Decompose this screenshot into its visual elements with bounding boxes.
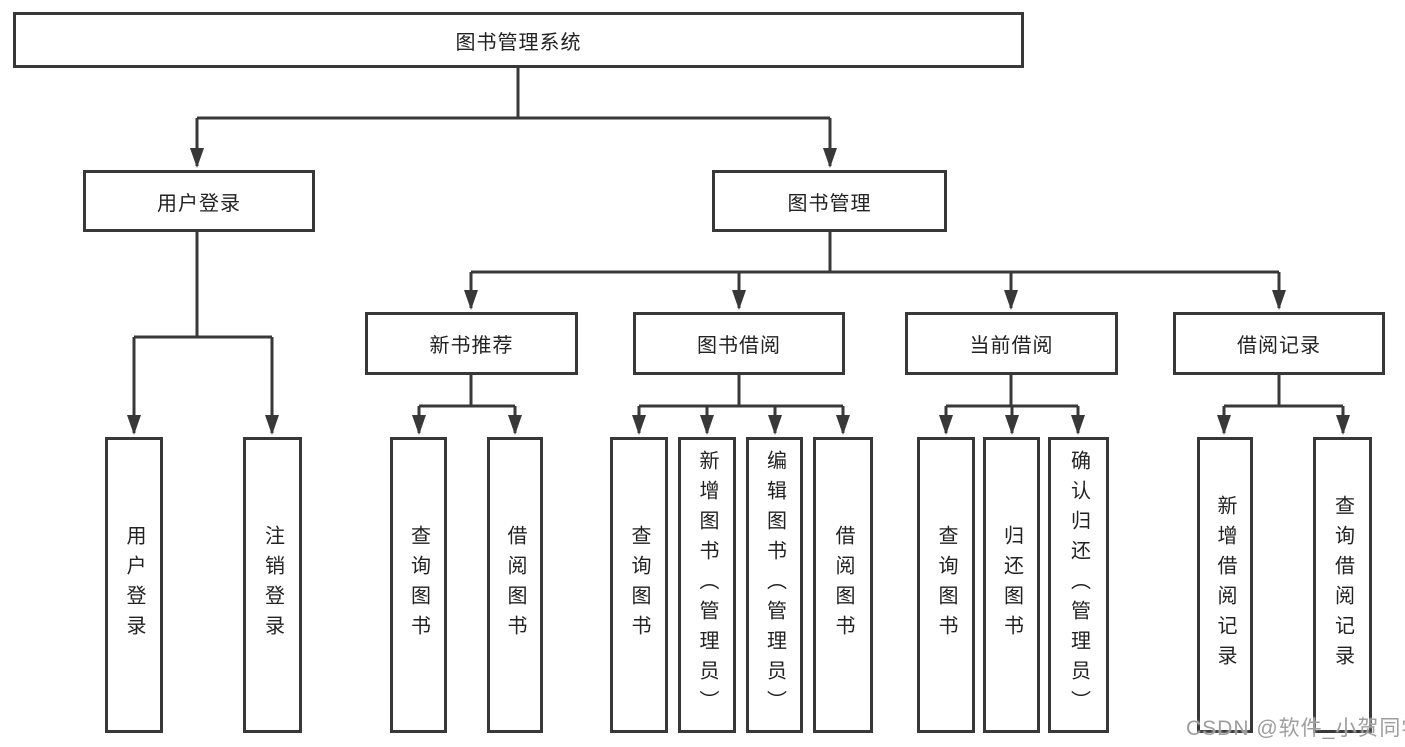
leaf-logout-label: 注销登录 <box>261 525 284 645</box>
node-book-management: 图书管理 <box>712 170 947 232</box>
leaf-borrow-books-recommend: 借阅图书 <box>487 437 543 733</box>
leaf-query-books-current-label: 查询图书 <box>935 525 957 645</box>
leaf-logout: 注销登录 <box>243 437 302 733</box>
node-book-borrow: 图书借阅 <box>633 312 845 375</box>
leaf-query-books-borrow-label: 查询图书 <box>628 525 650 645</box>
leaf-borrow-books-recommend-label: 借阅图书 <box>504 525 526 645</box>
leaf-confirm-return-admin: 确认归还（管理员） <box>1048 437 1109 733</box>
node-root: 图书管理系统 <box>13 12 1024 68</box>
leaf-query-books-borrow: 查询图书 <box>610 437 668 733</box>
leaf-query-books-recommend: 查询图书 <box>390 437 447 733</box>
leaf-query-books-current: 查询图书 <box>917 437 975 733</box>
csdn-watermark: CSDN @软件_小贺同学 <box>1186 717 1405 740</box>
node-new-book-recommend: 新书推荐 <box>365 312 578 375</box>
node-current-borrow: 当前借阅 <box>905 312 1118 375</box>
leaf-add-borrow-record: 新增借阅记录 <box>1197 437 1253 733</box>
leaf-confirm-return-admin-label: 确认归还（管理员） <box>1067 450 1090 720</box>
leaf-user-login: 用户登录 <box>105 437 163 733</box>
leaf-add-borrow-record-label: 新增借阅记录 <box>1214 495 1236 675</box>
leaf-edit-book-admin: 编辑图书（管理员） <box>746 437 803 733</box>
leaf-add-book-admin: 新增图书（管理员） <box>678 437 736 733</box>
leaf-return-book: 归还图书 <box>983 437 1040 733</box>
leaf-user-login-label: 用户登录 <box>123 525 145 645</box>
leaf-return-book-label: 归还图书 <box>1000 525 1023 645</box>
leaf-query-borrow-record: 查询借阅记录 <box>1313 437 1372 733</box>
leaf-add-book-admin-label: 新增图书（管理员） <box>696 450 718 720</box>
node-borrow-records: 借阅记录 <box>1173 312 1385 375</box>
leaf-query-books-recommend-label: 查询图书 <box>407 525 430 645</box>
node-user-login: 用户登录 <box>83 170 315 232</box>
leaf-query-borrow-record-label: 查询借阅记录 <box>1331 495 1354 675</box>
leaf-borrow-books-borrow-label: 借阅图书 <box>832 525 854 645</box>
leaf-borrow-books-borrow: 借阅图书 <box>813 437 873 733</box>
leaf-edit-book-admin-label: 编辑图书（管理员） <box>763 450 786 720</box>
